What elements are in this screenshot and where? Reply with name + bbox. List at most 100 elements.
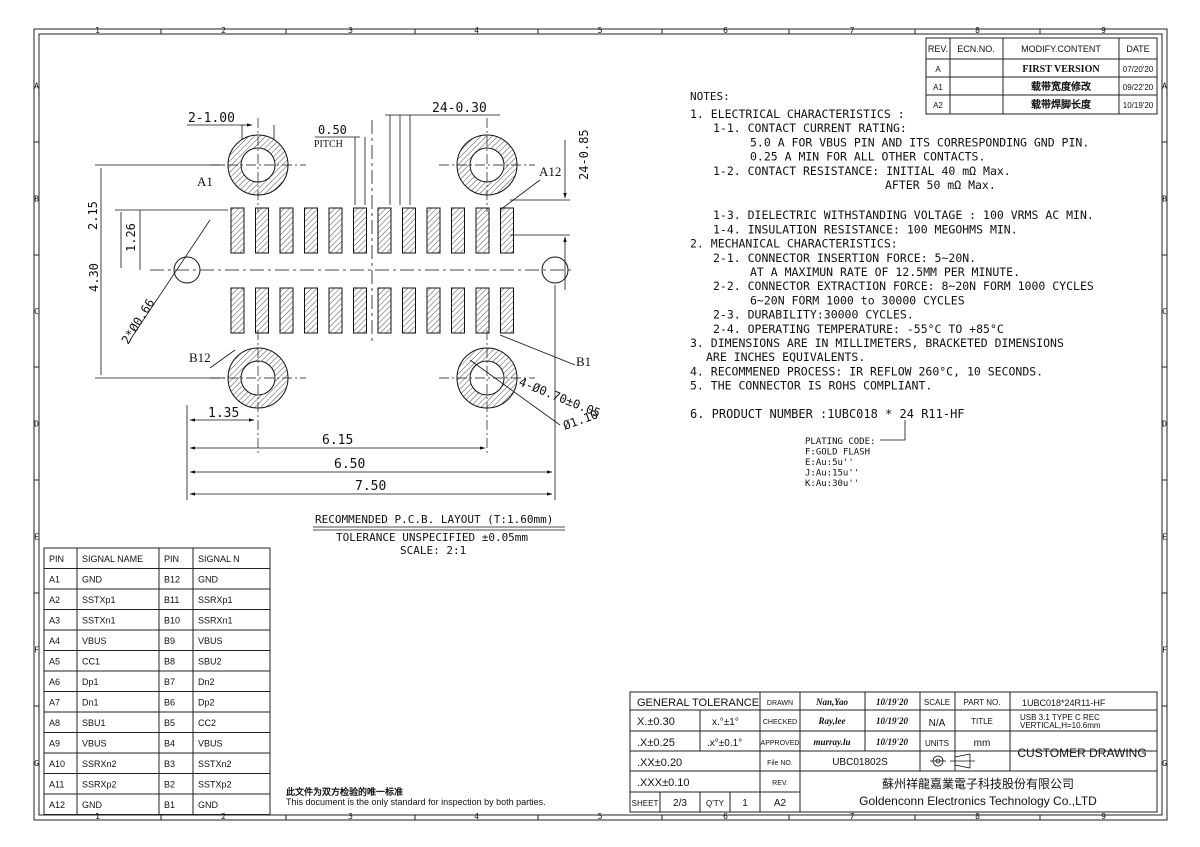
company-name-en: Goldenconn Electronics Technology Co.,LT… xyxy=(859,794,1097,808)
dim-24-0-85: 24-0.85 xyxy=(577,129,591,180)
pin-table-cell: SSTXp2 xyxy=(198,780,232,790)
rev-value: A2 xyxy=(774,798,787,809)
pin-table-cell: GND xyxy=(82,800,103,810)
pin-table-border xyxy=(43,547,271,815)
note-line: 1-4. INSULATION RESISTANCE: 100 MEGOHMS … xyxy=(713,222,1018,236)
pin-table-cell: SSTXn2 xyxy=(198,759,232,769)
pin-table-cell: Dn2 xyxy=(198,677,215,687)
zone-col-label: 4 xyxy=(474,812,479,821)
pin-label-a12: A12 xyxy=(539,164,561,179)
approved-date: 10/19'20 xyxy=(876,737,909,747)
zone-col-label: 4 xyxy=(474,26,479,35)
title-line-1: USB 3.1 TYPE C REC xyxy=(1020,713,1100,722)
pin-label-a1: A1 xyxy=(197,174,213,189)
tolerance-xxxx: .XXX±0.10 xyxy=(637,777,690,789)
dim-0-50: 0.50 xyxy=(318,123,347,137)
locating-hole-right xyxy=(541,256,569,284)
approved-by: murray.lu xyxy=(814,737,851,747)
approved-label: APPROVED xyxy=(761,740,800,747)
zone-col-label: 7 xyxy=(850,26,855,35)
file-number-value: UBC01802S xyxy=(832,757,888,768)
title-label: TITLE xyxy=(971,717,993,726)
note-line: ARE INCHES EQUIVALENTS. xyxy=(706,350,865,364)
pin-table-cell: A11 xyxy=(49,780,64,790)
pad-a xyxy=(353,207,367,254)
note-line: 5. THE CONNECTOR IS ROHS COMPLIANT. xyxy=(690,379,932,393)
pad-b xyxy=(353,287,367,334)
mounting-hole-bottom-left xyxy=(210,330,306,455)
rev-row-rev: A xyxy=(935,65,941,74)
zone-col-label: 9 xyxy=(1101,26,1106,35)
units-label: UNITS xyxy=(925,739,949,748)
dim-1-26: 1.26 xyxy=(124,223,138,252)
zone-row-label: C xyxy=(1162,307,1167,316)
pin-table-cell: SBU2 xyxy=(198,657,222,667)
pad-b xyxy=(426,287,441,334)
sheet-label: SHEET xyxy=(632,799,659,808)
pin-label-b1: B1 xyxy=(576,354,591,369)
scale-label: SCALE xyxy=(924,698,950,707)
pad-a xyxy=(230,207,245,254)
pin-table-header: SIGNAL N xyxy=(198,554,240,564)
pin-table-cell: B5 xyxy=(164,718,175,728)
pin-table-cell: B3 xyxy=(164,759,175,769)
layout-caption: RECOMMENDED P.C.B. LAYOUT (T:1.60mm) TOL… xyxy=(313,513,565,557)
standard-note-en: This document is the only standard for i… xyxy=(286,797,546,807)
zone-row-label: E xyxy=(1162,533,1167,542)
plating-code-line: E:Au:5u'' xyxy=(805,458,854,468)
pin-table-cell: B8 xyxy=(164,657,175,667)
note-line: 5.0 A FOR VBUS PIN AND ITS CORRESPONDING… xyxy=(750,135,1089,149)
pitch-label: PITCH xyxy=(314,139,343,150)
sheet-value: 2/3 xyxy=(673,798,687,809)
mounting-hole-top-right xyxy=(439,118,535,212)
pin-table-cell: SSTXp1 xyxy=(82,595,116,605)
rev-row-date: 10/19'20 xyxy=(1123,101,1154,110)
rev-label: REV. xyxy=(772,780,788,787)
dim-1-35: 1.35 xyxy=(208,406,239,421)
part-number-value: 1UBC018*24R11-HF xyxy=(1022,698,1106,708)
zone-col-label: 1 xyxy=(95,26,100,35)
company-name-cn: 蘇州祥龍嘉業電子科技股份有限公司 xyxy=(882,776,1074,791)
pad-b xyxy=(279,287,294,334)
checked-by: Ray,lee xyxy=(818,716,846,726)
rev-header-ecn: ECN.NO. xyxy=(957,44,995,54)
note-line: 2-1. CONNECTOR INSERTION FORCE: 5~20N. xyxy=(713,251,976,265)
zone-row-label: F xyxy=(34,646,39,655)
pin-table-header: PIN xyxy=(164,554,179,564)
pin-table-cell: VBUS xyxy=(198,739,223,749)
tolerance-angle-2: .x°±0.1° xyxy=(707,738,742,749)
pin-table-grid xyxy=(43,547,271,815)
pin-table-cell: GND xyxy=(82,575,103,585)
note-line: 1-1. CONTACT CURRENT RATING: xyxy=(713,121,907,135)
zone-col-label: 9 xyxy=(1101,812,1106,821)
pad-a xyxy=(328,207,343,254)
dim-2-1-00: 2-1.00 xyxy=(188,111,235,126)
pad-a xyxy=(402,207,416,254)
checked-label: CHECKED xyxy=(763,719,797,726)
zone-col-label: 2 xyxy=(221,26,226,35)
mounting-hole-bottom-right xyxy=(439,330,535,455)
title-line-2: VERTICAL,H=10.6mm xyxy=(1020,721,1101,730)
pin-table-cell: B1 xyxy=(164,800,175,810)
pin-label-b12: B12 xyxy=(189,350,211,365)
pad-a xyxy=(475,207,490,254)
pin-table-cell: VBUS xyxy=(82,636,107,646)
dim-6-15: 6.15 xyxy=(322,433,353,448)
zone-col-label: 8 xyxy=(975,26,980,35)
zone-row-label: E xyxy=(34,533,39,542)
note-line: 2-2. CONNECTOR EXTRACTION FORCE: 8~20N F… xyxy=(713,279,1094,293)
scale-value: N/A xyxy=(929,718,946,729)
dim-24-0-30: 24-0.30 xyxy=(432,101,487,116)
dim-2x-dia-0-66: 2*Ø0.66 xyxy=(119,296,158,346)
pin-table-cell: A3 xyxy=(49,616,60,626)
title-block: GENERAL TOLERANCE X.±0.30 x.°±1° .X±0.25… xyxy=(629,691,1158,813)
zone-row-label: B xyxy=(34,195,39,204)
zone-row-label: A xyxy=(34,82,39,91)
zone-col-label: 3 xyxy=(348,812,353,821)
units-value: mm xyxy=(974,738,991,749)
pad-row-b xyxy=(230,287,514,334)
pad-a xyxy=(426,207,441,254)
note-line: 2-4. OPERATING TEMPERATURE: -55°C TO +85… xyxy=(713,322,1004,336)
